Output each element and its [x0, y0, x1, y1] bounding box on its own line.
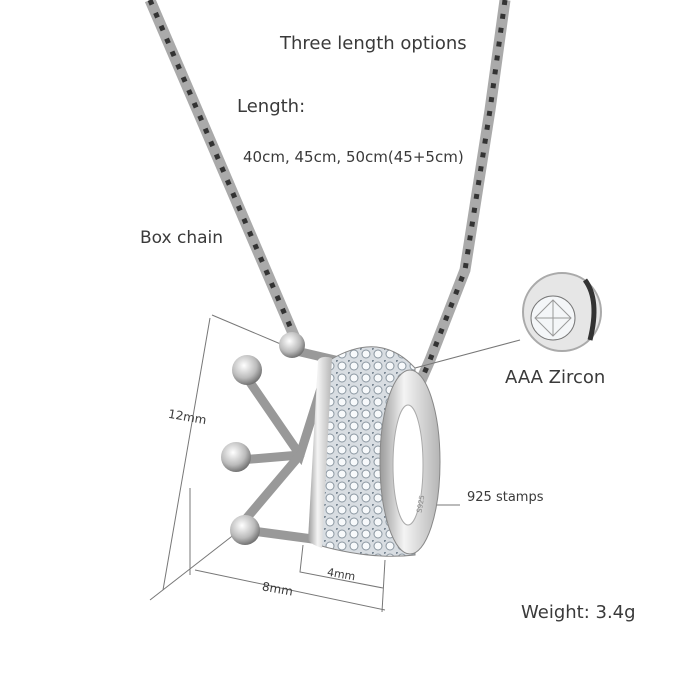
- box-chain-left: [144, 0, 304, 348]
- box-chain-label: Box chain: [140, 228, 224, 248]
- length-values: 40cm, 45cm, 50cm(45+5cm): [243, 148, 464, 166]
- length-label: Length:: [237, 96, 306, 117]
- crown-pendant: [221, 332, 441, 557]
- stamp-label: 925 stamps: [467, 490, 544, 505]
- weight-label: Weight: 3.4g: [521, 602, 636, 623]
- title-three-length-options: Three length options: [280, 33, 467, 54]
- dimension-lines: [149, 314, 521, 613]
- zircon-label: AAA Zircon: [505, 367, 606, 388]
- zircon-closeup: [522, 272, 602, 352]
